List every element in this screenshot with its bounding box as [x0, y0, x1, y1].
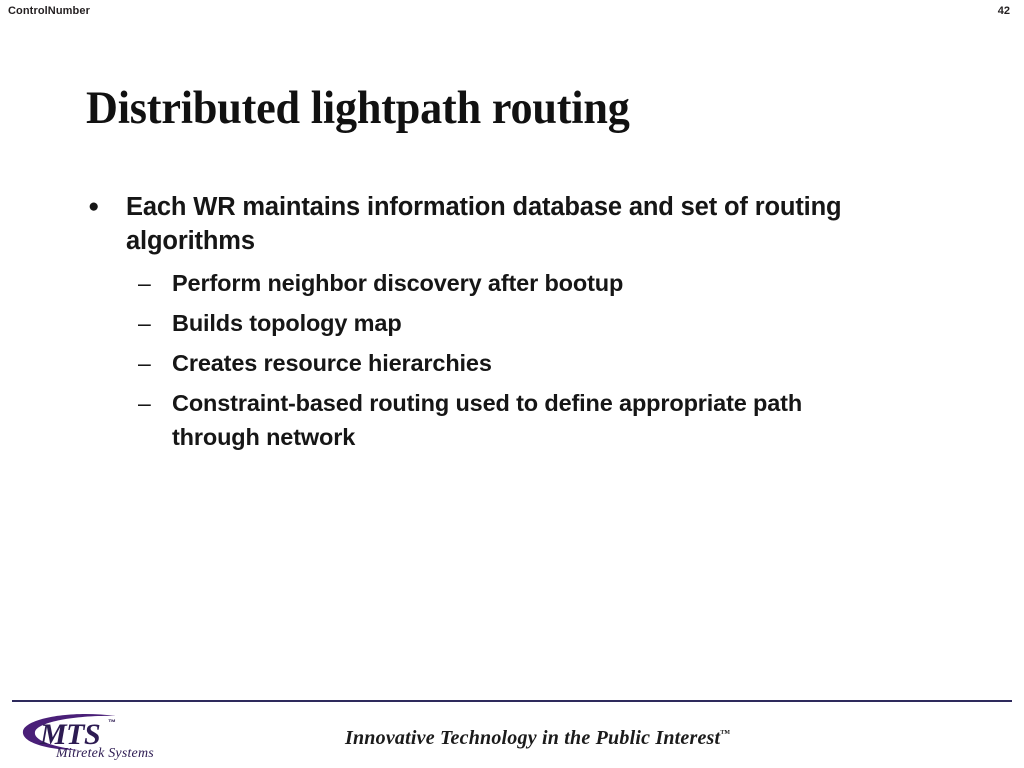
dash-bullet-icon: –	[138, 390, 151, 416]
dash-bullet-icon: –	[138, 350, 151, 376]
svg-text:MTS: MTS	[39, 718, 100, 751]
list-item: – Constraint-based routing used to defin…	[86, 386, 966, 454]
page-title: Distributed lightpath routing	[86, 82, 630, 135]
dash-bullet-icon: –	[138, 310, 151, 336]
page-number: 42	[997, 5, 1010, 17]
trademark-icon: ™	[720, 728, 731, 740]
svg-text:Mitretek Systems: Mitretek Systems	[55, 746, 154, 760]
bullet-disc-icon: ●	[88, 196, 100, 217]
list-item-label: Each WR maintains information database a…	[126, 193, 842, 255]
footer-tagline: Innovative Technology in the Public Inte…	[345, 727, 731, 750]
list-item-label: Builds topology map	[172, 310, 402, 336]
svg-text:™: ™	[108, 718, 116, 727]
content-body: ● Each WR maintains information database…	[86, 190, 966, 460]
list-item-label: Perform neighbor discovery after bootup	[172, 270, 624, 296]
footer-tagline-text: Innovative Technology in the Public Inte…	[345, 727, 721, 749]
footer-divider	[12, 700, 1012, 702]
list-item: – Builds topology map	[86, 306, 966, 340]
control-number-label: ControlNumber	[8, 5, 90, 17]
list-item-label: Constraint-based routing used to define …	[172, 390, 803, 450]
sub-list: – Perform neighbor discovery after bootu…	[86, 266, 966, 454]
list-item: – Creates resource hierarchies	[86, 346, 966, 380]
list-item-label: Creates resource hierarchies	[172, 350, 492, 376]
mts-logo: MTS ™ Mitretek Systems	[20, 712, 220, 760]
dash-bullet-icon: –	[138, 270, 151, 296]
list-item: – Perform neighbor discovery after bootu…	[86, 266, 966, 300]
mts-logo-icon: MTS ™ Mitretek Systems	[22, 713, 154, 760]
list-item: ● Each WR maintains information database…	[86, 190, 966, 258]
